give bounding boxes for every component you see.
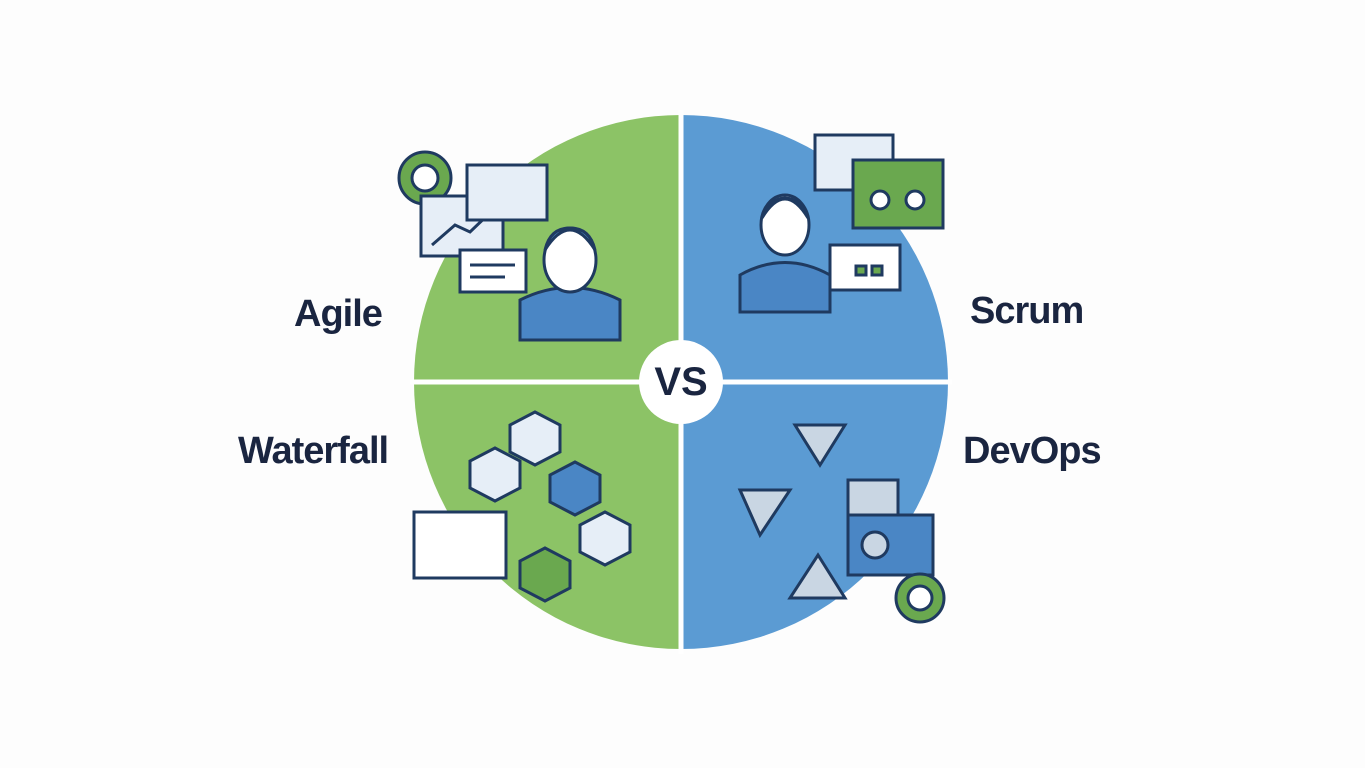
label-waterfall: Waterfall (238, 430, 389, 472)
quadrant-scrum (681, 115, 948, 382)
monitor-icon (851, 158, 945, 230)
person-icon (738, 261, 832, 314)
agile-illustration (397, 150, 622, 342)
quadrant-waterfall (414, 382, 681, 649)
label-agile: Agile (294, 293, 383, 335)
label-devops: DevOps (963, 430, 1102, 472)
waterfall-illustration (412, 410, 632, 603)
quadrant-devops (681, 382, 948, 649)
label-scrum: Scrum (970, 290, 1084, 332)
vs-badge: VS (639, 340, 723, 424)
devops-illustration (737, 423, 946, 624)
scrum-illustration (738, 133, 945, 314)
person-icon (518, 286, 622, 342)
